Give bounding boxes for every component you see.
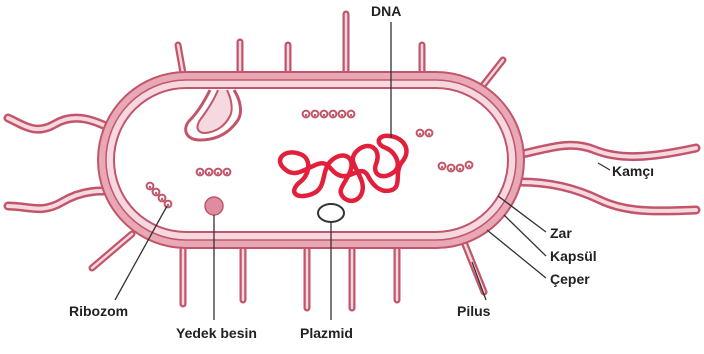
label-pilus: Pilus: [457, 303, 491, 319]
label-ribosome: Ribozom: [69, 303, 128, 319]
plasmid: [318, 204, 344, 222]
label-dna: DNA: [371, 3, 401, 19]
leader-flagellum: [598, 163, 610, 170]
label-cell-wall: Çeper: [550, 271, 590, 287]
label-food-reserve: Yedek besin: [176, 325, 257, 341]
leader-pilus: [472, 262, 486, 300]
cell-membrane: [114, 88, 508, 232]
flagellum-right-bottom: [520, 182, 696, 211]
food-reserve: [205, 197, 223, 215]
label-membrane: Zar: [550, 225, 572, 241]
label-plasmid: Plazmid: [300, 325, 353, 341]
label-capsule: Kapsül: [550, 248, 597, 264]
label-flagellum: Kamçı: [612, 163, 654, 179]
leader-cell-wall: [487, 230, 546, 278]
leader-capsule: [504, 215, 546, 256]
